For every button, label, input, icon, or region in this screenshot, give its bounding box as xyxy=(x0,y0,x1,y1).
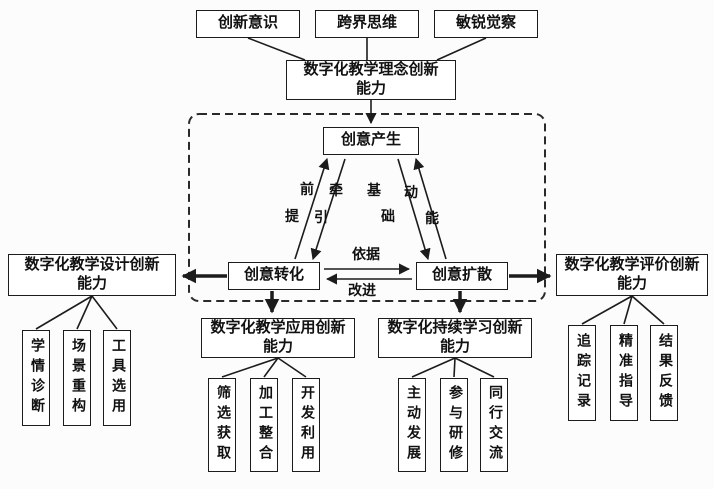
edge-learning-child-2 xyxy=(454,357,495,378)
node-concept-capability: 数字化教学理念创新 能力 xyxy=(286,60,456,100)
node-learning-child-participate-training: 参与研修 xyxy=(440,378,468,472)
edge-label-traction-char1: 牵 xyxy=(329,184,343,199)
node-evaluation-child-tracking-record: 追踪记录 xyxy=(568,325,596,421)
node-design-child-tool-selection: 工具选用 xyxy=(103,330,131,426)
edge-evaluation-child-2 xyxy=(631,295,665,325)
edge-transformation-to-generation xyxy=(294,157,330,260)
node-design-capability-line1: 数字化教学设计创新 xyxy=(24,256,160,273)
edge-design-child-2 xyxy=(91,295,118,330)
node-evaluation-capability-line2: 能力 xyxy=(616,276,647,292)
node-idea-transformation: 创意转化 xyxy=(228,262,320,290)
edge-learning-child-0 xyxy=(411,357,456,378)
node-application-child-screening-acquisition: 筛选获取 xyxy=(208,378,236,472)
edge-application-child-1 xyxy=(263,357,279,378)
edge-generation-to-diffusion xyxy=(397,158,431,261)
edge-generation-to-transformation xyxy=(310,158,346,261)
node-evaluation-child-precise-guidance: 精准指导 xyxy=(610,325,638,421)
node-application-child-processing-integration: 加工整合 xyxy=(250,378,278,472)
node-concept-capability-line2: 能力 xyxy=(355,81,386,97)
node-application-child-development-utilization: 开发利用 xyxy=(292,378,320,472)
edge-design-child-1 xyxy=(76,295,93,330)
node-learning-child-peer-exchange: 同行交流 xyxy=(480,378,508,472)
node-evaluation-capability-line1: 数字化教学评价创新 xyxy=(564,256,700,273)
edge-evaluation-child-1 xyxy=(623,295,633,325)
node-application-capability: 数字化教学应用创新 能力 xyxy=(201,318,355,358)
node-idea-diffusion: 创意扩散 xyxy=(416,262,508,290)
core-cycle-dashed-border xyxy=(188,113,546,302)
edge-label-improvement: 改进 xyxy=(348,284,376,299)
edge-perception-concept xyxy=(436,37,487,61)
node-learning-capability: 数字化持续学习创新 能力 xyxy=(378,318,532,358)
edge-evaluation-child-0 xyxy=(581,295,633,325)
node-design-capability: 数字化教学设计创新 能力 xyxy=(8,254,176,296)
node-keen-perception: 敏锐觉察 xyxy=(434,10,538,38)
edge-label-basis: 依据 xyxy=(352,248,380,263)
node-application-capability-line2: 能力 xyxy=(262,339,293,355)
edge-label-premise-char2: 提 xyxy=(285,210,299,225)
node-design-capability-line2: 能力 xyxy=(76,276,107,292)
edge-label-premise-char1: 前 xyxy=(300,183,314,198)
node-design-child-learning-diagnosis: 学情诊断 xyxy=(22,330,50,426)
node-learning-capability-line1: 数字化持续学习创新 xyxy=(387,319,523,336)
edge-label-foundation-char2: 础 xyxy=(381,210,395,225)
edge-application-child-2 xyxy=(277,357,307,378)
edge-awareness-concept xyxy=(247,37,306,61)
node-application-capability-line1: 数字化教学应用创新 xyxy=(210,319,346,336)
edge-label-momentum-char1: 动 xyxy=(404,186,418,201)
node-idea-generation: 创意产生 xyxy=(323,127,419,155)
node-evaluation-capability: 数字化教学评价创新 能力 xyxy=(556,254,708,296)
edge-label-momentum-char2: 能 xyxy=(425,212,439,227)
node-evaluation-child-result-feedback: 结果反馈 xyxy=(650,325,678,421)
edge-label-traction-char2: 引 xyxy=(314,211,328,226)
node-learning-child-active-development: 主动发展 xyxy=(398,378,426,472)
node-crossborder-thinking: 跨界思维 xyxy=(315,10,419,38)
node-learning-capability-line2: 能力 xyxy=(439,339,470,355)
node-design-child-scene-reconstruction: 场景重构 xyxy=(63,330,91,426)
edge-diffusion-to-generation xyxy=(413,157,447,260)
edge-label-foundation-char1: 基 xyxy=(367,184,381,199)
edge-application-child-0 xyxy=(221,357,279,378)
edge-learning-child-1 xyxy=(453,357,456,378)
node-concept-capability-line1: 数字化教学理念创新 xyxy=(303,61,439,78)
node-innovation-awareness: 创新意识 xyxy=(196,10,300,38)
edge-design-child-0 xyxy=(35,295,93,330)
